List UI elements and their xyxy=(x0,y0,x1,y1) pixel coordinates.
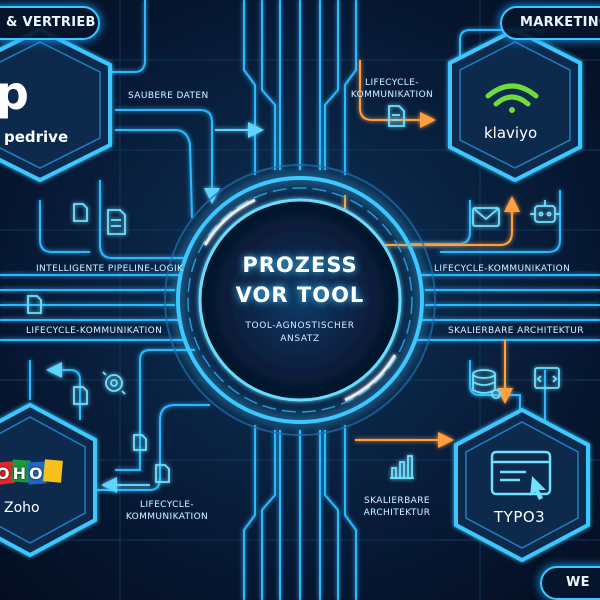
section-pill-web: WE xyxy=(540,566,600,600)
typo3-name: TYPO3 xyxy=(494,508,546,526)
zoho-name: Zoho xyxy=(4,500,40,516)
label-pipeline-logik: INTELLIGENTE PIPELINE-LOGIK xyxy=(36,264,184,274)
document-icon xyxy=(107,209,126,235)
label-saubere-daten: SAUBERE DATEN xyxy=(128,91,209,101)
robot-icon xyxy=(530,200,560,223)
klaviyo-logo-icon xyxy=(485,83,539,113)
document-icon xyxy=(133,434,147,451)
gear-sync-icon xyxy=(102,371,126,395)
center-subtitle-line1: TOOL-AGNOSTISCHER xyxy=(245,321,355,331)
label-skalierbare-bottom-1: SKALIERBARE xyxy=(364,496,430,506)
center-title-line2: VOR TOOL xyxy=(235,283,365,307)
code-window-icon xyxy=(534,367,560,389)
document-icon xyxy=(73,203,88,222)
document-icon xyxy=(27,295,42,314)
label-lifecycle-top-2: KOMMUNIKATION xyxy=(350,90,434,100)
center-hub xyxy=(164,164,436,436)
center-subtitle-line2: ANSATZ xyxy=(280,334,320,344)
klaviyo-name: klaviyo xyxy=(484,124,538,142)
label-lifecycle-right: LIFECYCLE-KOMMUNIKATION xyxy=(434,264,571,274)
zoho-logo-text: OHO xyxy=(0,464,46,483)
pipedrive-logo-icon: p xyxy=(0,66,29,120)
label-skalierbare-right: SKALIERBARE ARCHITEKTUR xyxy=(448,326,584,336)
bar-chart-icon xyxy=(390,455,414,479)
hex-klaviyo[interactable] xyxy=(448,27,582,183)
mail-icon xyxy=(472,207,500,227)
database-gear-icon xyxy=(472,369,501,399)
document-icon xyxy=(388,105,405,127)
hex-pipedrive[interactable] xyxy=(0,27,112,183)
label-skalierbare-bottom-2: ARCHITEKTUR xyxy=(363,508,431,518)
label-lifecycle-bottom-1: LIFECYCLE- xyxy=(140,500,194,510)
section-pill-marketing: MARKETING xyxy=(500,6,600,40)
label-lifecycle-top-1: LIFECYCLE- xyxy=(365,78,419,88)
zoho-logo-icon xyxy=(0,459,63,485)
pipedrive-name: pedrive xyxy=(4,128,69,146)
label-lifecycle-bottom-2: KOMMUNIKATION xyxy=(125,512,209,522)
document-icon xyxy=(73,386,88,405)
center-title-line1: PROZESS xyxy=(242,253,358,277)
section-pill-vertrieb: & VERTRIEB xyxy=(0,6,100,40)
hex-typo3[interactable] xyxy=(454,407,590,563)
label-lifecycle-left: LIFECYCLE-KOMMUNIKATION xyxy=(26,326,163,336)
browser-cursor-icon xyxy=(490,450,552,500)
document-icon xyxy=(155,464,170,483)
